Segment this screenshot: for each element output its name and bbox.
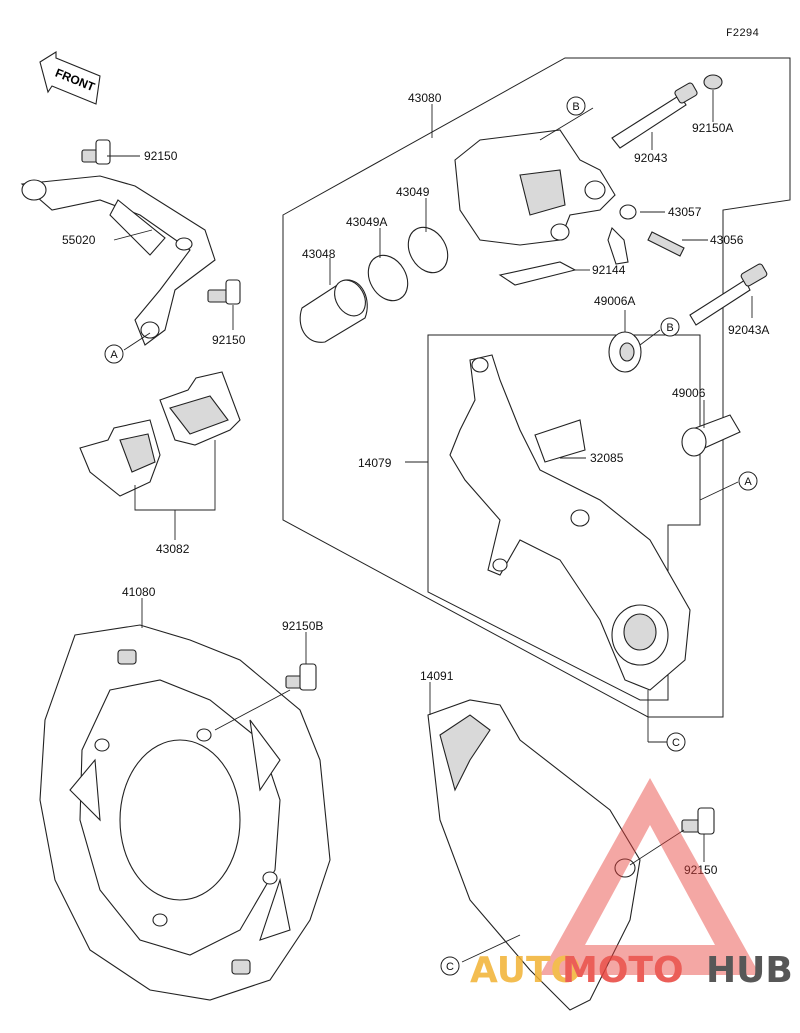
ref-marker-a: A (104, 344, 124, 364)
part-label-49006A: 49006A (594, 294, 635, 308)
part-label-43049A: 43049A (346, 215, 387, 229)
part-label-43056: 43056 (710, 233, 744, 247)
bolt-icon (207, 279, 241, 305)
part-label-55020: 55020 (62, 233, 96, 247)
bolt-icon (285, 663, 317, 691)
ref-marker-a: A (738, 471, 758, 491)
caliper-body-part (454, 129, 616, 246)
part-label-92150B: 92150B (282, 619, 323, 633)
ref-marker-c: C (440, 956, 460, 976)
front-arrow-icon: FRONT (39, 51, 101, 105)
ref-marker-b: B (660, 317, 680, 337)
ref-marker-b: B (566, 96, 586, 116)
leader-lines (107, 90, 753, 963)
brake-disc-part (39, 624, 331, 1001)
svg-text:C: C (672, 737, 680, 749)
piston-seal-part (367, 254, 409, 302)
part-label-92150: 92150 (684, 863, 718, 877)
pad-spring-part (498, 261, 577, 286)
svg-text:A: A (110, 349, 118, 361)
caliper-assembly-frame (282, 57, 791, 718)
disc-guard-part (427, 699, 641, 1011)
part-label-43057: 43057 (668, 205, 702, 219)
part-label-49006: 49006 (672, 386, 706, 400)
part-label-32085: 32085 (590, 451, 624, 465)
bleeder-part (607, 204, 685, 265)
part-label-43049: 43049 (396, 185, 430, 199)
watermark-logo: AUTO MOTO HUB (470, 778, 793, 991)
part-label-14079: 14079 (358, 456, 392, 470)
bolt-icon (81, 139, 111, 165)
dust-seal-part (407, 226, 449, 274)
part-label-14091: 14091 (420, 669, 454, 683)
svg-text:AUTO: AUTO (470, 950, 581, 991)
pin-part (611, 82, 698, 149)
caliper-holder-part (449, 354, 691, 691)
svg-text:MOTO: MOTO (562, 950, 684, 991)
cap-part (703, 74, 723, 90)
svg-text:B: B (572, 101, 579, 113)
brake-pedal-part (20, 175, 216, 346)
part-label-92144: 92144 (592, 263, 626, 277)
part-label-43048: 43048 (302, 247, 336, 261)
svg-text:A: A (744, 476, 752, 488)
bolt-icon (681, 807, 715, 835)
part-label-43082: 43082 (156, 542, 190, 556)
boot-part (681, 414, 741, 457)
part-label-92150: 92150 (144, 149, 178, 163)
pin-part (689, 263, 768, 326)
part-label-92043: 92043 (634, 151, 668, 165)
brake-pads-part (79, 371, 241, 497)
piston-part (299, 279, 368, 343)
svg-text:C: C (446, 961, 454, 973)
part-label-92043A: 92043A (728, 323, 769, 337)
part-label-92150A: 92150A (692, 121, 733, 135)
part-label-43080: 43080 (408, 91, 442, 105)
ref-marker-c: C (666, 732, 686, 752)
boot-part (608, 331, 642, 373)
part-label-92150: 92150 (212, 333, 246, 347)
clip-part (534, 419, 586, 463)
svg-text:B: B (666, 322, 673, 334)
svg-text:HUB: HUB (706, 950, 793, 991)
part-label-41080: 41080 (122, 585, 156, 599)
figure-id: F2294 (726, 28, 759, 40)
